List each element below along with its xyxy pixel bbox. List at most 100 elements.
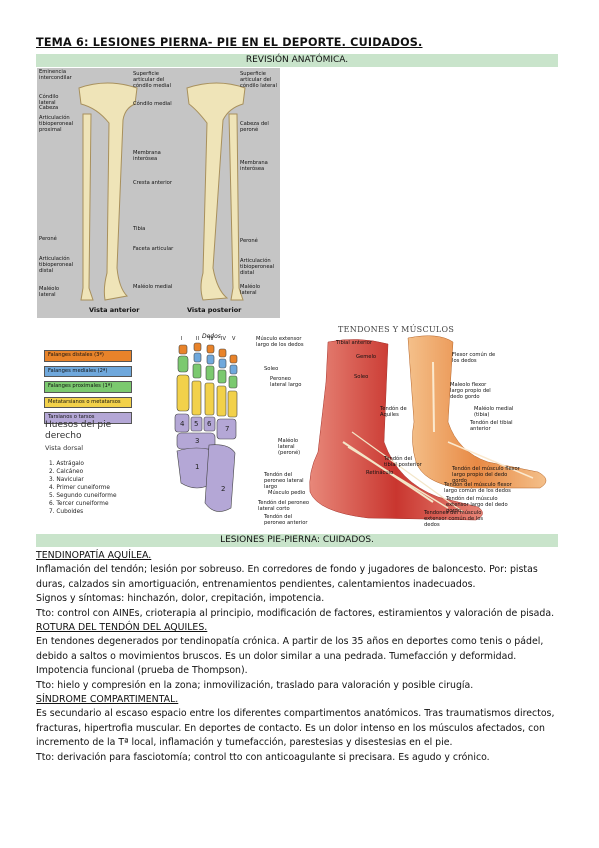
foot-bones-heading: Huesos del pie derecho	[45, 420, 112, 441]
foot-bone-number: 1	[195, 463, 199, 471]
tendon-label: Peroneo lateral largo	[270, 376, 302, 388]
tibia-label-right: Membrana interósea	[240, 160, 268, 172]
legend-entry: Tarsianos o tarsos	[44, 412, 132, 424]
section-heading-rotura: ROTURA DEL TENDÓN DEL AQUILES.	[36, 622, 208, 634]
tendons-muscles-figure: TENDONES Y MÚSCULOS Músculo extensor lar…	[248, 322, 563, 530]
tarsals	[174, 413, 237, 512]
middle-phalanges	[193, 352, 238, 375]
tendon-label: Flexor común de los dedos	[452, 352, 496, 364]
paragraph: Tto: derivación para fasciotomía; contro…	[36, 751, 490, 763]
tibia-label-right: Peroné	[240, 238, 258, 244]
tibia-label-left: Eminencia intercondilar	[39, 69, 72, 81]
legend-entry: Falanges mediales (2ª)	[44, 365, 132, 377]
anterior-leg-bones	[78, 82, 138, 301]
digit-numeral: III	[209, 336, 214, 342]
paragraph: Tto: control con AINEs, crioterapia al p…	[36, 607, 555, 619]
tibia-label-center: Superficie articular del cóndilo medial	[133, 71, 171, 89]
tibia-label-right: Articulación tibioperoneal distal	[240, 258, 275, 276]
tendon-label: Tendones del músculo extensor común de l…	[424, 510, 484, 528]
section-banner-anatomy: REVISIÓN ANATÓMICA.	[36, 54, 558, 67]
foot-bone-number: 3	[195, 437, 199, 445]
tibia-label-center: Cóndilo medial	[133, 101, 172, 107]
injury-sections: TENDINOPATÍA AQUÍLEA. Inflamación del te…	[36, 549, 564, 765]
tendon-label: Tendón de Aquiles	[380, 406, 407, 418]
tendon-label: Maléolo medial (tibia)	[474, 406, 514, 418]
tendon-label: Tendón del músculo extensor largo del de…	[446, 496, 508, 514]
distal-phalanges	[178, 342, 238, 364]
tibia-label-right: Cabeza del peroné	[240, 121, 269, 133]
foot-bone-number: 4	[180, 420, 185, 428]
tendon-label: Retináculo	[366, 470, 394, 476]
foot-bone-numbers: 1 2 3 4 5 6 7	[180, 420, 229, 493]
digit-numeral: II	[196, 336, 199, 342]
foot-bone-number: 7	[225, 425, 229, 433]
tibia-label-left: Articulación tibioperoneal proximal	[39, 115, 74, 133]
tibia-label-left: Peroné	[39, 236, 57, 242]
tendon-label: Gemelo	[356, 354, 377, 360]
tendon-label: Tendón del peroneo lateral largo	[264, 472, 304, 490]
caption-anterior: Vista anterior	[89, 306, 140, 314]
digits-label: Dedos	[202, 333, 221, 340]
foot-bone-number: 2	[221, 485, 225, 493]
tendon-label: Tendón del tibial anterior	[470, 420, 513, 432]
digit-numeral: V	[232, 336, 236, 342]
page-title: TEMA 6: LESIONES PIERNA- PIE EN EL DEPOR…	[36, 36, 423, 49]
section-banner-injuries: LESIONES PIE-PIERNA: CUIDADOS.	[36, 534, 558, 547]
posterior-leg-bones	[186, 82, 246, 301]
legend-entry: Falanges proximales (1ª)	[44, 381, 132, 393]
tendon-label: Tendón del peroneo anterior	[264, 514, 308, 526]
tendons-title: TENDONES Y MÚSCULOS	[338, 325, 455, 334]
tendon-label: Soleo	[354, 374, 369, 380]
tendon-label: Maléolo lateral (peroné)	[278, 438, 301, 456]
tendon-label: Músculo extensor largo de los dedos	[256, 336, 304, 348]
foot-bone-list-item: 1. Astrágalo	[49, 461, 84, 467]
foot-bone-list-item: 7. Cuboides	[49, 509, 84, 515]
tibia-label-left: Maléolo lateral	[39, 286, 60, 298]
caption-posterior: Vista posterior	[187, 306, 242, 314]
foot-bones-list: 1. Astrágalo 2. Calcáneo 3. Navicular 4. Pr…	[49, 460, 117, 516]
tibia-label-center: Membrana interósea	[133, 150, 161, 162]
tibia-label-center: Maléolo medial	[133, 284, 173, 290]
metatarsals	[176, 374, 238, 418]
digit-numeral: I	[181, 336, 183, 342]
foot-bone-list-item: 3. Navicular	[49, 477, 84, 483]
paragraph: Tto: hielo y compresión en la zona; inmo…	[36, 679, 474, 691]
foot-bone-list-item: 2. Calcáneo	[49, 469, 84, 475]
tibia-fibula-illustration	[78, 82, 246, 301]
foot-bone-list-item: 5. Segundo cuneiforme	[49, 493, 117, 499]
foot-bones-figure: Falanges distales (3ª) Falanges mediales …	[37, 333, 247, 523]
section-heading-sindrome: SÍNDROME COMPARTIMENTAL.	[36, 694, 179, 706]
tendon-label: Tendón del tibial posterior	[384, 456, 422, 468]
foot-bone-list-item: 6. Tercer cuneiforme	[49, 501, 109, 507]
tendon-label: Tendón del músculo flexor largo propio d…	[452, 466, 520, 484]
foot-bones-subheading: Vista dorsal	[45, 444, 84, 452]
bone-legend: Falanges distales (3ª) Falanges mediales …	[44, 350, 132, 428]
foot-bone-number: 6	[207, 420, 212, 428]
paragraph: En tendones degenerados por tendinopatía…	[36, 636, 544, 677]
tibia-label-left: Cóndilo lateral	[39, 94, 59, 106]
foot-skeleton-illustration: 1 2 3 4 5 6 7	[174, 342, 238, 512]
lateral-foot-muscles	[309, 339, 483, 521]
tendon-label: Tibial anterior	[336, 340, 373, 346]
tendon-label: Tendón del músculo flexor largo común de…	[444, 482, 512, 494]
paragraph: Signos y síntomas: hinchazón, dolor, cre…	[36, 593, 325, 605]
tibia-label-left: Cabeza	[39, 105, 59, 111]
proximal-phalanges	[177, 355, 238, 389]
tendons-illustration	[309, 335, 547, 521]
paragraph: Inflamación del tendón; lesión por sobre…	[36, 564, 538, 590]
tibia-label-center: Faceta articular	[133, 246, 174, 252]
digit-numeral: IV	[221, 336, 226, 342]
foot-bone-list-item: 4. Primer cuneiforme	[49, 485, 110, 491]
tendon-label: Tendón del peroneo lateral corto	[258, 500, 310, 512]
section-heading-tendinopatia: TENDINOPATÍA AQUÍLEA.	[36, 550, 152, 561]
tibia-label-left: Articulación tibioperoneal distal	[39, 256, 74, 274]
foot-bone-number: 5	[194, 420, 198, 428]
medial-foot-muscles	[407, 335, 547, 489]
tendon-label: Músculo pedio	[268, 490, 306, 496]
legend-entry: Metatarsianos o metatarsos	[44, 396, 132, 408]
legend-entry: Falanges distales (3ª)	[44, 350, 132, 362]
tibia-label-right: Superficie articular del cóndilo lateral	[240, 71, 277, 89]
tibia-label-center: Tibia	[133, 226, 146, 232]
tendon-label: Soleo	[264, 366, 279, 372]
